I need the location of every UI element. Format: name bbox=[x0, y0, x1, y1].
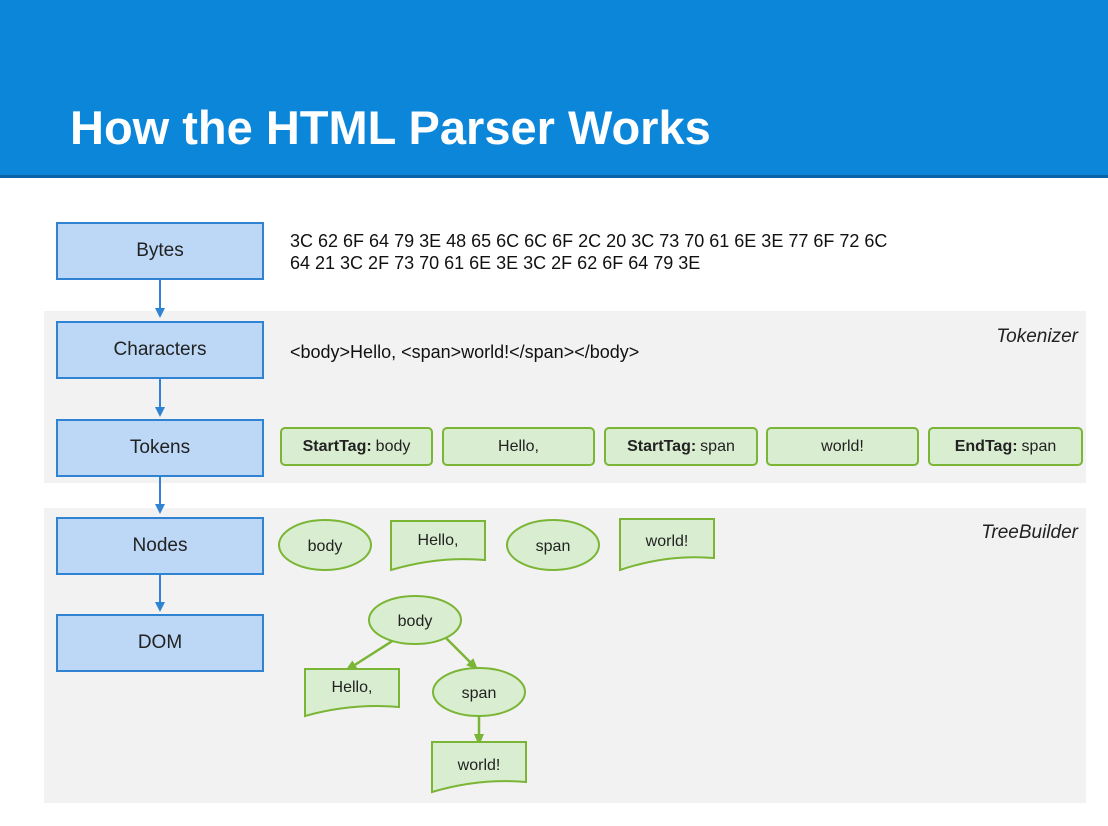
stage-tokens: Tokens bbox=[56, 419, 264, 477]
stage-characters: Characters bbox=[56, 321, 264, 379]
stage-dom: DOM bbox=[56, 614, 264, 672]
token-value: body bbox=[375, 437, 411, 455]
token-starttag-span: StartTag:span bbox=[604, 427, 758, 466]
dom-node-span: span bbox=[432, 667, 526, 717]
node-world-label: world! bbox=[645, 533, 689, 550]
bytes-line-1: 3C 62 6F 64 79 3E 48 65 6C 6C 6F 2C 20 3… bbox=[290, 231, 888, 251]
dom-node-world-label: world! bbox=[457, 757, 501, 774]
stage-bytes: Bytes bbox=[56, 222, 264, 280]
dom-edge-body-hello bbox=[344, 636, 398, 672]
dom-node-hello-label: Hello, bbox=[332, 679, 373, 696]
dom-node-world: world! bbox=[431, 741, 527, 794]
token-kind: StartTag: bbox=[302, 437, 372, 455]
dom-node-body: body bbox=[368, 595, 462, 645]
treebuilder-label: TreeBuilder bbox=[981, 522, 1078, 543]
bytes-line-2: 64 21 3C 2F 73 70 61 6E 3E 3C 2F 62 6F 6… bbox=[290, 253, 701, 273]
node-hello-label: Hello, bbox=[418, 532, 459, 549]
stage-nodes: Nodes bbox=[56, 517, 264, 575]
dom-node-hello: Hello, bbox=[304, 668, 400, 718]
node-hello: Hello, bbox=[390, 520, 486, 572]
node-span: span bbox=[506, 519, 600, 571]
slide-title: How the HTML Parser Works bbox=[70, 101, 711, 154]
token-value: Hello, bbox=[498, 437, 539, 455]
header-bar: How the HTML Parser Works bbox=[0, 0, 1108, 178]
token-kind: StartTag: bbox=[627, 437, 697, 455]
token-text-hello: Hello, bbox=[442, 427, 595, 466]
token-value: world! bbox=[821, 437, 864, 455]
dom-node-span-label: span bbox=[462, 685, 497, 702]
token-kind: EndTag: bbox=[954, 437, 1018, 455]
token-value: span bbox=[1021, 437, 1057, 455]
token-value: span bbox=[700, 437, 735, 455]
node-span-label: span bbox=[536, 538, 571, 555]
characters-text: <body>Hello, <span>world!</span></body> bbox=[290, 342, 640, 362]
node-body-label: body bbox=[308, 538, 343, 555]
token-endtag-span: EndTag:span bbox=[928, 427, 1083, 466]
node-world: world! bbox=[619, 518, 715, 572]
dom-edge-body-span bbox=[445, 637, 479, 671]
token-text-world: world! bbox=[766, 427, 919, 466]
tokenizer-label: Tokenizer bbox=[996, 326, 1078, 347]
node-body: body bbox=[278, 519, 372, 571]
token-starttag-body: StartTag:body bbox=[280, 427, 433, 466]
dom-node-body-label: body bbox=[398, 613, 433, 630]
